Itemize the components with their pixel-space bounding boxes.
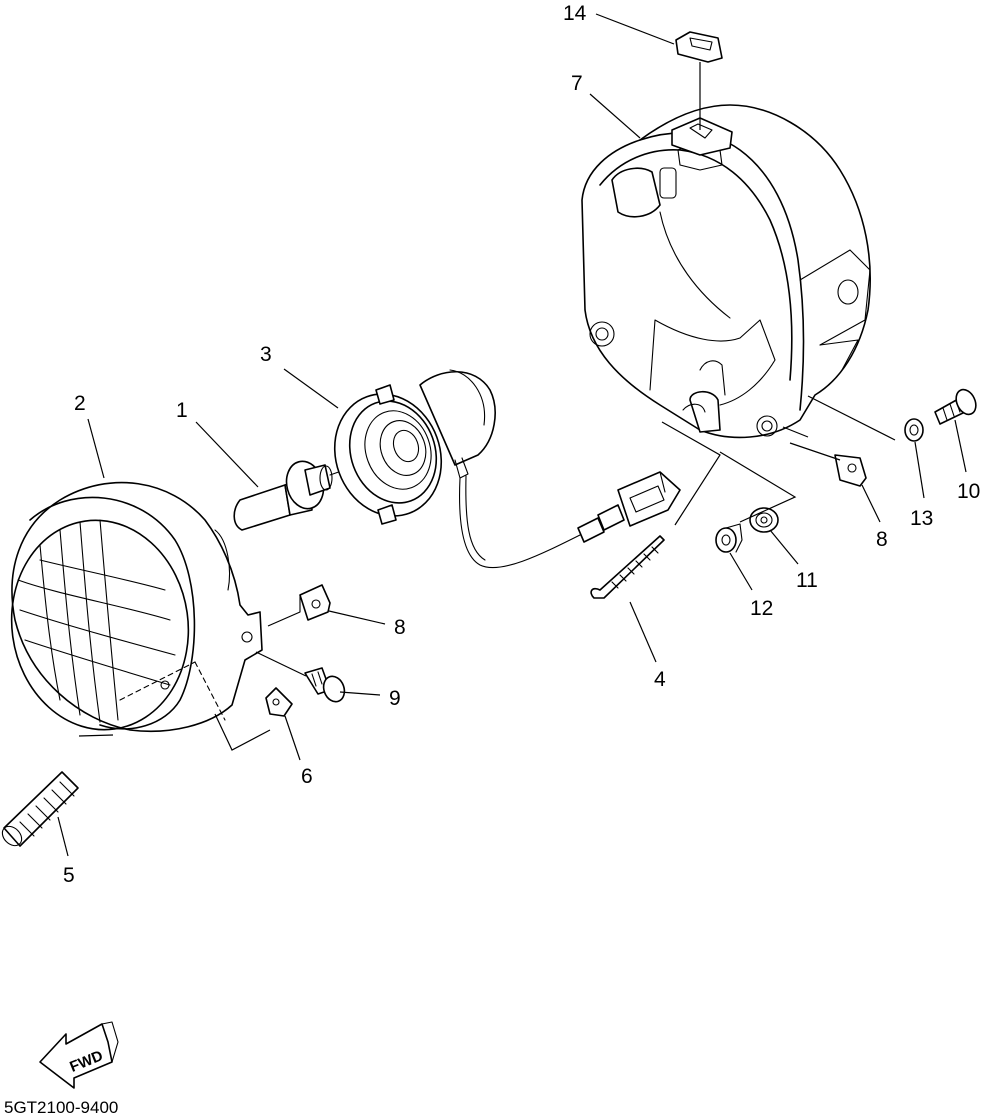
clip-nut-right (834, 454, 867, 487)
headlight-housing (581, 104, 871, 439)
headlight-lens-unit (10, 481, 263, 733)
diagram-code: 5GT2100-9400 (4, 1098, 118, 1117)
callout-6: 6 (301, 765, 313, 788)
callout-13: 13 (910, 507, 933, 530)
callout-4: 4 (654, 668, 666, 691)
clip-nut-left (299, 584, 331, 621)
mounting-screw (304, 667, 346, 703)
forward-direction-arrow: FWD (39, 1021, 119, 1089)
wire-harness (459, 471, 681, 569)
housing-cap (675, 31, 723, 130)
callout-10: 10 (957, 480, 980, 503)
callout-12: 12 (750, 597, 773, 620)
leader-lines (57, 13, 967, 857)
bulb-socket (333, 369, 496, 525)
callout-9: 9 (389, 687, 401, 710)
adjusting-spring (1, 771, 79, 847)
callout-8-left: 8 (394, 616, 406, 639)
adjusting-screw (590, 535, 665, 599)
washer (904, 418, 924, 442)
callout-2: 2 (74, 392, 86, 415)
callout-11: 11 (796, 569, 818, 592)
callout-7: 7 (571, 72, 583, 95)
collar (715, 523, 743, 553)
callout-8-right: 8 (876, 528, 888, 551)
callout-1: 1 (176, 399, 188, 422)
square-nut (265, 687, 293, 717)
callout-labels: 14 7 3 1 2 8 9 4 6 5 11 12 8 13 10 (63, 2, 980, 887)
callout-5: 5 (63, 864, 75, 887)
housing-bolt (934, 388, 977, 425)
callout-3: 3 (260, 343, 272, 366)
callout-14: 14 (563, 2, 587, 25)
